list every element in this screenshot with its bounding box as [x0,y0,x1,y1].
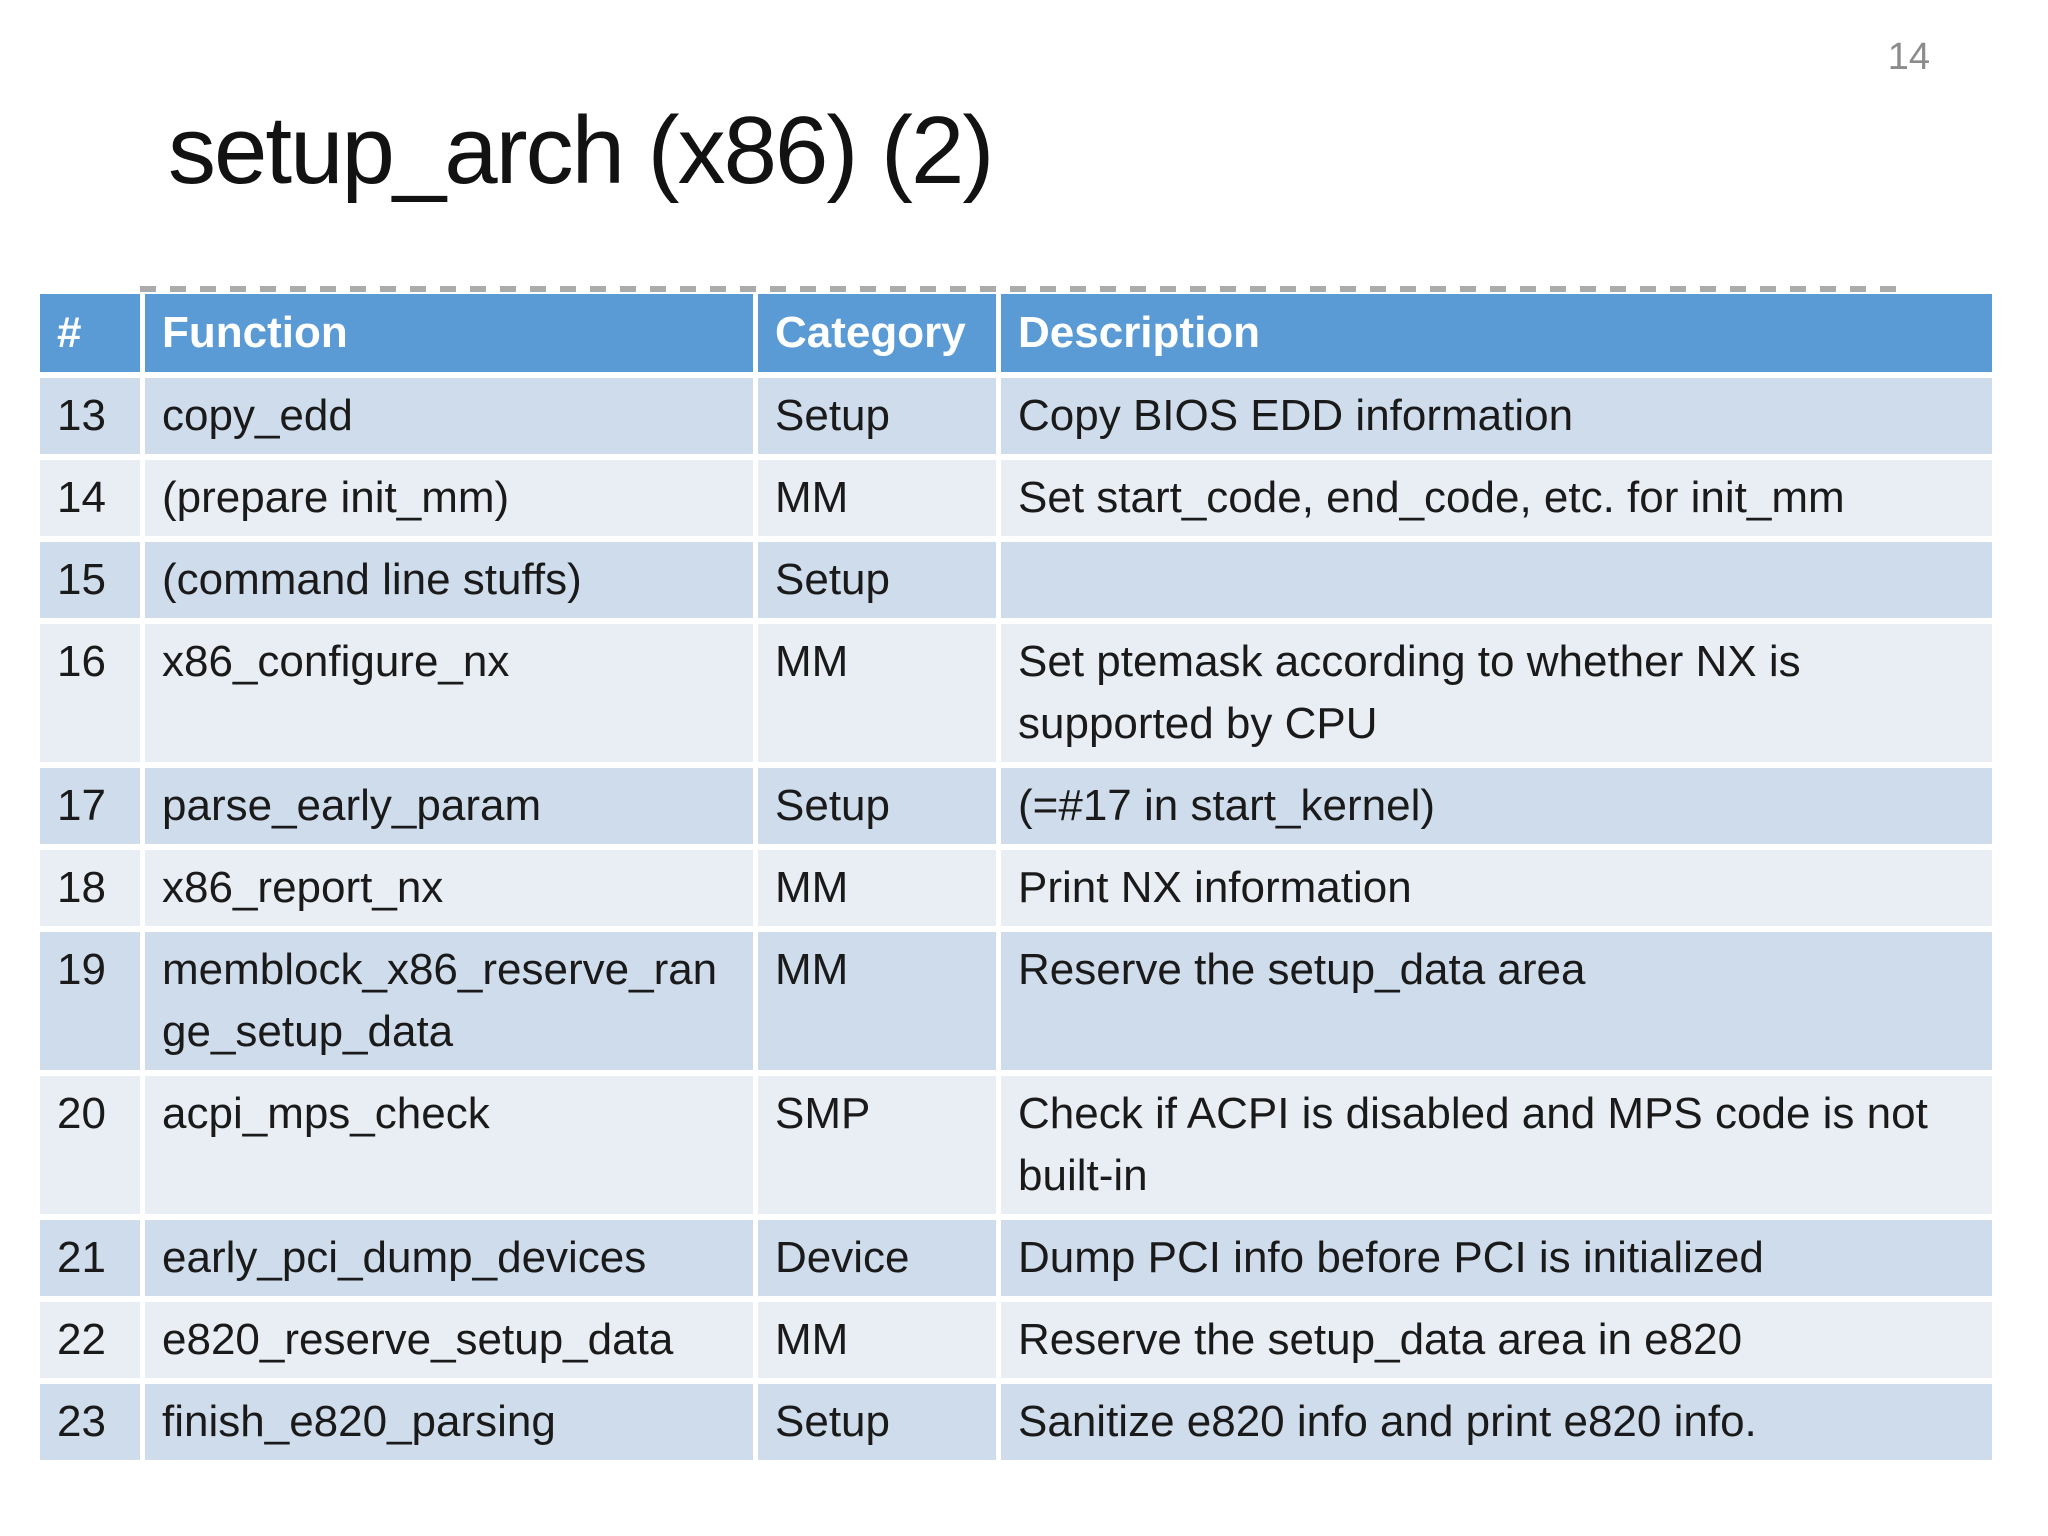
header-category: Category [758,294,996,372]
table-row: 19 memblock_x86_reserve_range_setup_data… [40,932,1992,1070]
row-number-cell: 18 [40,850,140,926]
table-row: 22 e820_reserve_setup_data MM Reserve th… [40,1302,1992,1378]
description-cell: Copy BIOS EDD information [1001,378,1992,454]
table-row: 14 (prepare init_mm) MM Set start_code, … [40,460,1992,536]
function-cell: (prepare init_mm) [145,460,753,536]
category-cell: MM [758,932,996,1070]
dashed-divider [140,286,1902,292]
row-number-cell: 19 [40,932,140,1070]
function-cell: finish_e820_parsing [145,1384,753,1460]
category-cell: MM [758,460,996,536]
table-row: 23 finish_e820_parsing Setup Sanitize e8… [40,1384,1992,1460]
function-cell: copy_edd [145,378,753,454]
table-row: 21 early_pci_dump_devices Device Dump PC… [40,1220,1992,1296]
category-cell: Setup [758,378,996,454]
description-cell [1001,542,1992,618]
function-cell: x86_report_nx [145,850,753,926]
table-row: 20 acpi_mps_check SMP Check if ACPI is d… [40,1076,1992,1214]
category-cell: MM [758,1302,996,1378]
row-number-cell: 23 [40,1384,140,1460]
description-cell: Dump PCI info before PCI is initialized [1001,1220,1992,1296]
function-cell: memblock_x86_reserve_range_setup_data [145,932,753,1070]
function-table: # Function Category Description 13 copy_… [35,288,1997,1466]
page-title: setup_arch (x86) (2) [168,97,994,204]
header-description: Description [1001,294,1992,372]
row-number-cell: 21 [40,1220,140,1296]
page-number: 14 [1887,36,1930,78]
category-cell: MM [758,624,996,762]
description-cell: Reserve the setup_data area [1001,932,1992,1070]
description-cell: (=#17 in start_kernel) [1001,768,1992,844]
category-cell: Setup [758,542,996,618]
function-cell: x86_configure_nx [145,624,753,762]
description-cell: Print NX information [1001,850,1992,926]
function-cell: (command line stuffs) [145,542,753,618]
table-body: 13 copy_edd Setup Copy BIOS EDD informat… [40,378,1992,1460]
row-number-cell: 14 [40,460,140,536]
row-number-cell: 13 [40,378,140,454]
header-number: # [40,294,140,372]
table-row: 15 (command line stuffs) Setup [40,542,1992,618]
row-number-cell: 15 [40,542,140,618]
category-cell: Device [758,1220,996,1296]
table-row: 17 parse_early_param Setup (=#17 in star… [40,768,1992,844]
row-number-cell: 22 [40,1302,140,1378]
category-cell: Setup [758,1384,996,1460]
function-cell: e820_reserve_setup_data [145,1302,753,1378]
table-header-row: # Function Category Description [40,294,1992,372]
row-number-cell: 20 [40,1076,140,1214]
description-cell: Set ptemask according to whether NX is s… [1001,624,1992,762]
category-cell: SMP [758,1076,996,1214]
function-cell: acpi_mps_check [145,1076,753,1214]
description-cell: Reserve the setup_data area in e820 [1001,1302,1992,1378]
description-cell: Set start_code, end_code, etc. for init_… [1001,460,1992,536]
header-function: Function [145,294,753,372]
description-cell: Check if ACPI is disabled and MPS code i… [1001,1076,1992,1214]
category-cell: MM [758,850,996,926]
row-number-cell: 17 [40,768,140,844]
category-cell: Setup [758,768,996,844]
function-cell: parse_early_param [145,768,753,844]
description-cell: Sanitize e820 info and print e820 info. [1001,1384,1992,1460]
row-number-cell: 16 [40,624,140,762]
function-cell: early_pci_dump_devices [145,1220,753,1296]
table-row: 13 copy_edd Setup Copy BIOS EDD informat… [40,378,1992,454]
table-row: 18 x86_report_nx MM Print NX information [40,850,1992,926]
table-header: # Function Category Description [40,294,1992,372]
table-row: 16 x86_configure_nx MM Set ptemask accor… [40,624,1992,762]
